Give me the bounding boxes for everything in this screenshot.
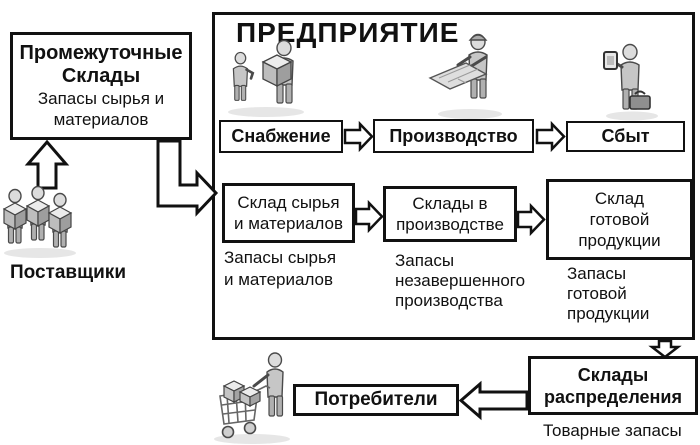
consumers-box: Потребители: [293, 384, 459, 416]
raw-stock-caption-line2: и материалов: [224, 270, 334, 289]
supply-people-icon: [228, 39, 304, 117]
wip-warehouse-line2: производстве: [396, 215, 504, 234]
arrow-raw-to-wip: [354, 199, 384, 234]
production-label: Производство: [389, 125, 518, 146]
suppliers-label: Поставщики: [9, 262, 127, 283]
finished-stock-caption: Запасы готовой продукции: [567, 264, 649, 324]
arrow-distribution-to-consumers: [458, 380, 529, 421]
wip-warehouse-line1: Склады в: [412, 194, 488, 213]
finished-stock-caption-line3: продукции: [567, 304, 650, 323]
sales-label: Сбыт: [601, 126, 650, 146]
wip-warehouse-box: Склады в производстве: [383, 186, 517, 242]
sales-person-icon: [603, 43, 658, 121]
wip-stock-caption: Запасы незавершенного производства: [395, 251, 525, 311]
production-worker-icon: [428, 33, 502, 119]
distribution-warehouse-box: Склады распределения: [528, 356, 698, 415]
enterprise-title: ПРЕДПРИЯТИЕ: [236, 17, 460, 48]
finished-warehouse-line2: готовой: [589, 210, 650, 229]
wip-stock-caption-line2: незавершенного: [395, 271, 526, 290]
distribution-line1: Склады: [577, 364, 649, 385]
arrow-enterprise-to-distribution: [648, 339, 682, 359]
raw-warehouse-box: Склад сырья и материалов: [222, 183, 355, 243]
intermediate-warehouse-title-line1: Промежуточные: [19, 42, 183, 64]
supply-label: Снабжение: [231, 126, 331, 146]
supply-box: Снабжение: [219, 120, 343, 153]
arrow-intermediate-to-enterprise: [156, 139, 219, 217]
production-box: Производство: [373, 119, 534, 153]
raw-warehouse-line1: Склад сырья: [237, 193, 340, 212]
arrow-supply-to-production: [343, 120, 374, 153]
arrow-production-to-sales: [535, 120, 566, 153]
consumer-cart-icon: [214, 352, 290, 444]
raw-stock-caption: Запасы сырья и материалов: [224, 247, 336, 291]
suppliers-group-icon: [3, 185, 76, 258]
arrow-wip-to-finished: [516, 202, 546, 237]
enterprise-frame: ПРЕДПРИЯТИЕ: [212, 12, 695, 340]
intermediate-warehouse-box: Промежуточные Склады Запасы сырья и мате…: [10, 32, 192, 140]
goods-stock-caption: Товарные запасы: [543, 421, 682, 440]
wip-stock-caption-line3: производства: [395, 291, 503, 310]
raw-warehouse-line2: и материалов: [233, 214, 344, 233]
raw-stock-caption-line1: Запасы сырья: [224, 248, 337, 267]
finished-warehouse-line1: Склад: [594, 189, 645, 208]
distribution-line2: распределения: [544, 386, 682, 407]
intermediate-warehouse-caption-line2: материалов: [53, 110, 149, 129]
finished-stock-caption-line2: готовой: [567, 284, 627, 303]
finished-warehouse-box: Склад готовой продукции: [546, 179, 693, 260]
intermediate-warehouse-title-line2: Склады: [61, 65, 141, 87]
consumers-label: Потребители: [314, 389, 438, 410]
finished-warehouse-line3: продукции: [578, 231, 661, 250]
finished-stock-caption-line1: Запасы: [567, 264, 627, 283]
sales-box: Сбыт: [566, 121, 685, 152]
intermediate-warehouse-caption-line1: Запасы сырья и: [37, 89, 165, 108]
arrow-suppliers-to-intermediate: [24, 139, 70, 190]
wip-stock-caption-line1: Запасы: [395, 251, 455, 270]
